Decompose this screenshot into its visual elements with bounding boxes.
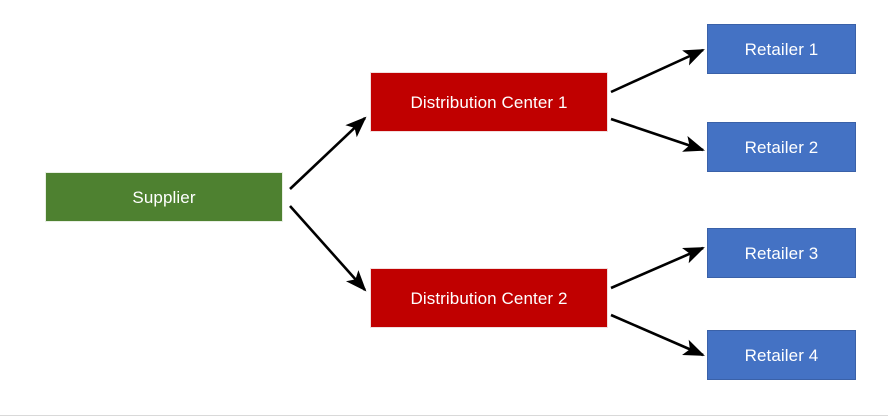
arrow-dc1-to-retailer2 [610, 117, 705, 152]
arrow-dc1-to-retailer1 [610, 48, 705, 94]
node-distribution-center-1-label: Distribution Center 1 [410, 92, 568, 112]
node-supplier[interactable]: Supplier [45, 172, 283, 222]
arrow-supplier-to-dc1 [289, 116, 367, 190]
arrow-dc2-to-retailer3 [610, 246, 705, 290]
node-retailer-2-label: Retailer 2 [744, 137, 819, 157]
node-distribution-center-2[interactable]: Distribution Center 2 [370, 268, 608, 328]
arrow-dc2-to-retailer4 [610, 313, 705, 357]
node-retailer-4[interactable]: Retailer 4 [707, 330, 856, 380]
node-supplier-label: Supplier [132, 187, 196, 207]
arrow-supplier-to-dc2 [289, 205, 367, 292]
node-retailer-1-label: Retailer 1 [744, 39, 819, 59]
node-retailer-4-label: Retailer 4 [744, 345, 819, 365]
node-retailer-3[interactable]: Retailer 3 [707, 228, 856, 278]
node-retailer-2[interactable]: Retailer 2 [707, 122, 856, 172]
node-retailer-3-label: Retailer 3 [744, 243, 819, 263]
node-retailer-1[interactable]: Retailer 1 [707, 24, 856, 74]
node-distribution-center-2-label: Distribution Center 2 [410, 288, 568, 308]
node-distribution-center-1[interactable]: Distribution Center 1 [370, 72, 608, 132]
